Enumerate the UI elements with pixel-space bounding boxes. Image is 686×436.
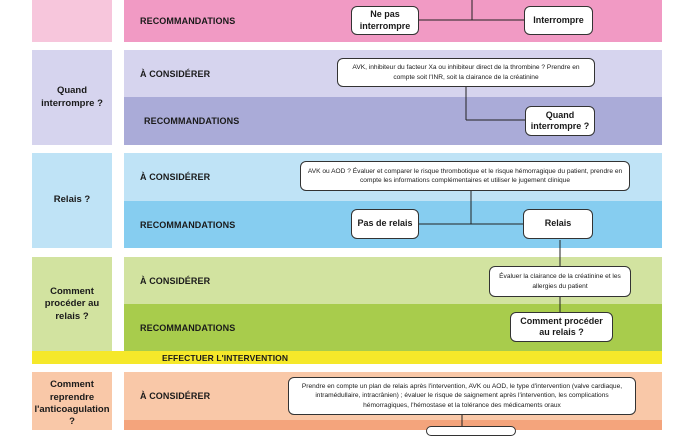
section-5-question-text: Comment reprendre l'anticoagulation ? — [34, 379, 110, 428]
section-2-considerer-label: À CONSIDÉRER — [140, 68, 211, 79]
section-3-question-text: Relais ? — [53, 194, 91, 206]
avk-aod-evaluer-text: AVK ou AOD ? Évaluer et comparer le risq… — [307, 167, 623, 184]
section-4-question: Comment procéder au relais ? — [32, 257, 112, 352]
section-1-recommandations-label: RECOMMANDATIONS — [140, 16, 236, 26]
pas-de-relais-box: Pas de relais — [351, 209, 419, 239]
pas-de-relais-text: Pas de relais — [357, 218, 413, 229]
section-3-considerer-label: À CONSIDÉRER — [140, 172, 211, 182]
section-5-question: Comment reprendre l'anticoagulation ? — [32, 372, 112, 430]
section-2-recommandations-label: RECOMMANDATIONS — [144, 116, 240, 126]
ne-pas-interrompre-box: Ne pas interrompre — [351, 6, 419, 35]
relais-box: Relais — [523, 209, 593, 239]
evaluer-clairance-text: Évaluer la clairance de la créatinine et… — [499, 273, 621, 290]
section-2-question-text: Quand interrompre ? — [41, 85, 103, 109]
relais-text: Relais — [544, 218, 572, 229]
ne-pas-interrompre-text: Ne pas interrompre — [359, 9, 411, 31]
section-4-question-text: Comment procéder au relais ? — [44, 285, 100, 322]
evaluer-clairance-box: Évaluer la clairance de la créatinine et… — [489, 266, 631, 297]
clipped-bottom-box — [426, 426, 516, 436]
comment-proceder-text: Comment procéder au relais ? — [520, 315, 603, 337]
plan-relais-text: Prendre en compte un plan de relais aprè… — [301, 383, 623, 409]
avk-inhibiteur-box: AVK, inhibiteur du facteur Xa ou inhibit… — [337, 58, 595, 87]
section-3-question: Relais ? — [32, 153, 112, 248]
quand-interrompre-text: Quand interrompre ? — [530, 109, 590, 131]
avk-aod-evaluer-box: AVK ou AOD ? Évaluer et comparer le risq… — [300, 161, 630, 191]
section-5-considerer-label: À CONSIDÉRER — [140, 391, 211, 401]
comment-proceder-box: Comment procéder au relais ? — [510, 312, 613, 342]
intervention-label: EFFECTUER L'INTERVENTION — [162, 352, 289, 363]
plan-relais-box: Prendre en compte un plan de relais aprè… — [288, 377, 636, 415]
section-2-question: Quand interrompre ? — [32, 50, 112, 145]
section-3-recommandations-label: RECOMMANDATIONS — [140, 219, 236, 230]
avk-inhibiteur-text: AVK, inhibiteur du facteur Xa ou inhibit… — [352, 64, 580, 81]
quand-interrompre-box: Quand interrompre ? — [525, 106, 595, 136]
section-4-recommandations-label: RECOMMANDATIONS — [140, 323, 236, 333]
section-5-recommandations-band — [124, 420, 662, 430]
section-4-considerer-label: À CONSIDÉRER — [140, 275, 211, 286]
interrompre-box: Interrompre — [524, 6, 593, 35]
interrompre-text: Interrompre — [533, 14, 584, 25]
intervention-band: EFFECTUER L'INTERVENTION — [32, 351, 662, 364]
section-1-question — [32, 0, 112, 42]
